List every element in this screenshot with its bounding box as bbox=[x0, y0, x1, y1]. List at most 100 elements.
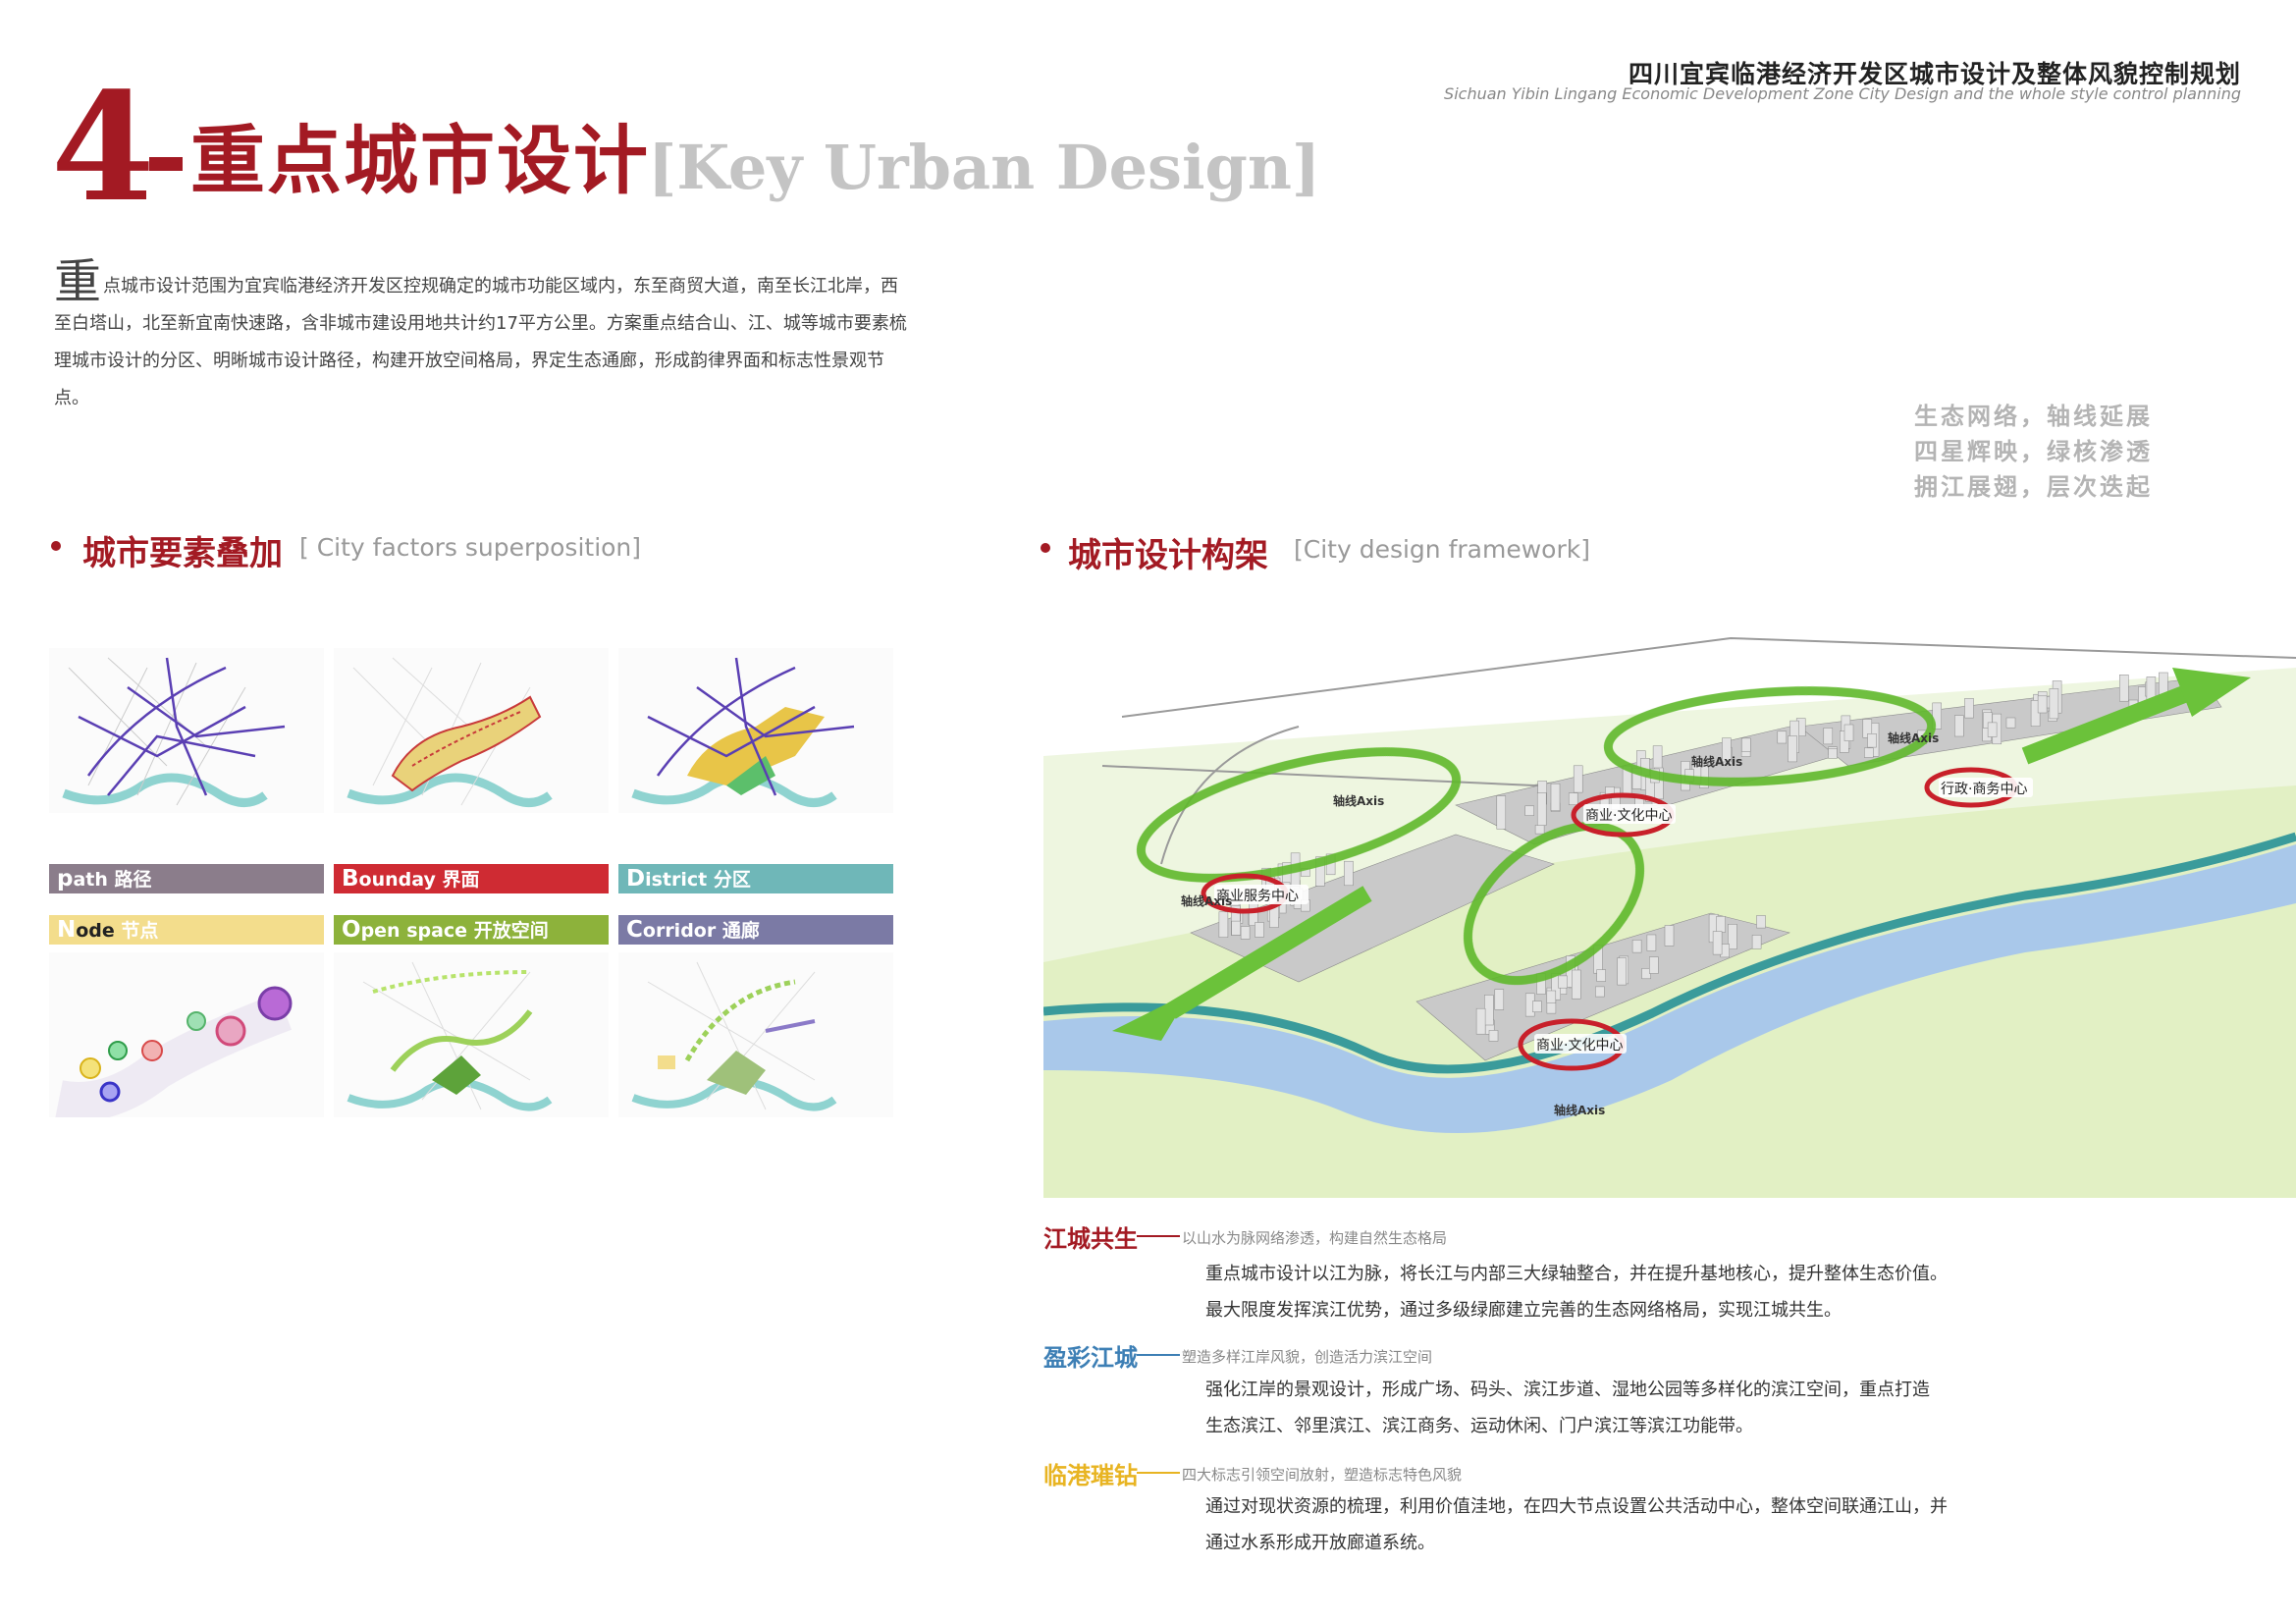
building-block bbox=[1649, 956, 1659, 974]
diagram-boundary bbox=[334, 648, 609, 813]
building-block bbox=[2030, 700, 2041, 727]
building-block bbox=[1751, 935, 1762, 949]
intro-drop-cap: 重 bbox=[54, 254, 102, 309]
point-body-3: 通过对现状资源的梳理，利用价值洼地，在四大节点设置公共活动中心，整体空间联通江山… bbox=[1205, 1496, 1948, 1553]
section-right-title: 城市设计构架 bbox=[1068, 536, 1268, 575]
building-block bbox=[1987, 722, 1998, 737]
building-block bbox=[1617, 957, 1627, 986]
element-label-node: Node 节点 bbox=[49, 915, 324, 945]
axis-label: 轴线Axis bbox=[1554, 1103, 1605, 1117]
center-label: 商业·文化中心 bbox=[1585, 808, 1672, 824]
building-block bbox=[1722, 737, 1732, 763]
building-block bbox=[1488, 1030, 1499, 1042]
building-block bbox=[1218, 911, 1229, 938]
building-block bbox=[1595, 986, 1605, 998]
city-framework-map: 商业服务中心 商业·文化中心 行政·商务中心 商业·文化中心 轴线Axis 轴线… bbox=[1043, 609, 2296, 1198]
point-subtitle-1: 以山水为脉网络渗透，构建自然生态格局 bbox=[1182, 1229, 1448, 1247]
point-rule-1 bbox=[1137, 1235, 1180, 1237]
building-block bbox=[1712, 931, 1723, 955]
building-block bbox=[1534, 825, 1545, 835]
intro-text: 点城市设计范围为宜宾临港经济开发区控规确定的城市功能区域内，东至商贸大道，南至长… bbox=[54, 276, 907, 408]
building-block bbox=[1558, 975, 1568, 989]
building-block bbox=[1496, 795, 1507, 830]
building-block bbox=[2049, 688, 2059, 720]
building-block bbox=[1568, 792, 1578, 805]
title-dash bbox=[149, 157, 183, 171]
center-label: 商业服务中心 bbox=[1216, 889, 1299, 904]
building-block bbox=[1664, 925, 1675, 947]
diagram-district bbox=[618, 648, 893, 813]
building-block bbox=[1631, 940, 1642, 953]
building-block bbox=[2037, 695, 2048, 714]
building-block bbox=[1524, 805, 1534, 816]
building-block bbox=[1716, 916, 1726, 933]
building-block bbox=[1494, 989, 1505, 1010]
building-block bbox=[1646, 934, 1657, 951]
building-block bbox=[1573, 765, 1583, 793]
point-title-3: 临港璀钻 bbox=[1043, 1462, 1138, 1489]
building-block bbox=[1843, 724, 1854, 741]
building-block bbox=[1255, 922, 1264, 938]
building-block bbox=[1864, 747, 1874, 758]
page-number: 4 bbox=[51, 59, 155, 235]
element-label-district: District 分区 bbox=[618, 864, 893, 893]
axis-label: 轴线Axis bbox=[1181, 893, 1232, 908]
building-block bbox=[1572, 969, 1581, 1000]
point-title-2: 盈彩江城 bbox=[1043, 1344, 1138, 1372]
building-block bbox=[1954, 715, 1964, 737]
page-title-cn: 重点城市设计 bbox=[190, 117, 650, 204]
building-block bbox=[1823, 728, 1834, 745]
building-block bbox=[1344, 860, 1354, 887]
element-label-corridor: Corridor 通廊 bbox=[618, 915, 893, 945]
building-block bbox=[1475, 1007, 1486, 1035]
element-label-boundary: Bounday 界面 bbox=[334, 864, 609, 893]
building-block bbox=[2005, 717, 2016, 729]
diagram-node bbox=[49, 952, 324, 1117]
axis-label: 轴线Axis bbox=[1691, 754, 1742, 769]
point-subtitle-2: 塑造多样江岸风貌，创造活力滨江空间 bbox=[1182, 1348, 1433, 1366]
intro-paragraph: 重点城市设计范围为宜宾临港经济开发区控规确定的城市功能区域内，东至商贸大道，南至… bbox=[54, 258, 908, 417]
section-left-subtitle: [ City factors superposition] bbox=[299, 533, 642, 562]
axis-label: 轴线Axis bbox=[1888, 730, 1939, 745]
building-block bbox=[1550, 783, 1561, 811]
point-rule-2 bbox=[1137, 1354, 1180, 1356]
slogan-line-1: 生态网络，轴线延展 bbox=[1914, 403, 2153, 430]
building-block bbox=[1536, 792, 1547, 826]
building-block bbox=[1240, 926, 1251, 940]
point-rule-3 bbox=[1137, 1472, 1180, 1474]
building-block bbox=[1728, 924, 1737, 949]
diagram-corridor bbox=[618, 952, 893, 1117]
diagram-path bbox=[49, 648, 324, 813]
building-block bbox=[1756, 915, 1766, 929]
building-block bbox=[2119, 675, 2129, 702]
header-title-cn: 四川宜宾临港经济开发区城市设计及整体风貌控制规划 bbox=[1628, 60, 2241, 88]
header-title-en: Sichuan Yibin Lingang Economic Developme… bbox=[1444, 84, 2241, 103]
building-block bbox=[1315, 856, 1325, 887]
building-block bbox=[1964, 698, 1974, 719]
point-body-1: 重点城市设计以江为脉，将长江与内部三大绿轴整合，并在提升基地核心，提升整体生态价… bbox=[1205, 1264, 1948, 1321]
element-label-path: path 路径 bbox=[49, 864, 324, 893]
section-bullet bbox=[1041, 543, 1050, 553]
building-block bbox=[1532, 1001, 1542, 1012]
building-block bbox=[1828, 748, 1838, 759]
center-label: 行政·商务中心 bbox=[1941, 782, 2027, 797]
point-body-2: 强化江岸的景观设计，形成广场、码头、滨江步道、湿地公园等多样化的滨江空间，重点打… bbox=[1205, 1380, 1930, 1436]
building-block bbox=[1788, 735, 1797, 763]
page-title-en: [Key Urban Design] bbox=[648, 132, 1321, 203]
element-label-open-space: Open space 开放空间 bbox=[334, 915, 609, 945]
section-bullet bbox=[51, 541, 61, 551]
building-block bbox=[1741, 737, 1751, 752]
center-label: 商业·文化中心 bbox=[1536, 1038, 1623, 1054]
point-subtitle-3: 四大标志引领空间放射，塑造标志特色风貌 bbox=[1182, 1466, 1463, 1484]
axis-label: 轴线Axis bbox=[1333, 793, 1384, 808]
building-block bbox=[1484, 995, 1494, 1026]
section-right-subtitle: [City design framework] bbox=[1294, 535, 1590, 564]
building-block bbox=[1596, 969, 1606, 982]
diagram-open-space bbox=[334, 952, 609, 1117]
building-block bbox=[1867, 733, 1877, 748]
point-title-1: 江城共生 bbox=[1043, 1225, 1138, 1253]
section-left-title: 城市要素叠加 bbox=[82, 534, 283, 573]
building-block bbox=[1546, 990, 1557, 1003]
slogan-line-2: 四星辉映，绿核渗透 bbox=[1914, 438, 2153, 465]
slogan-line-3: 拥江展翅，层次迭起 bbox=[1914, 473, 2153, 501]
